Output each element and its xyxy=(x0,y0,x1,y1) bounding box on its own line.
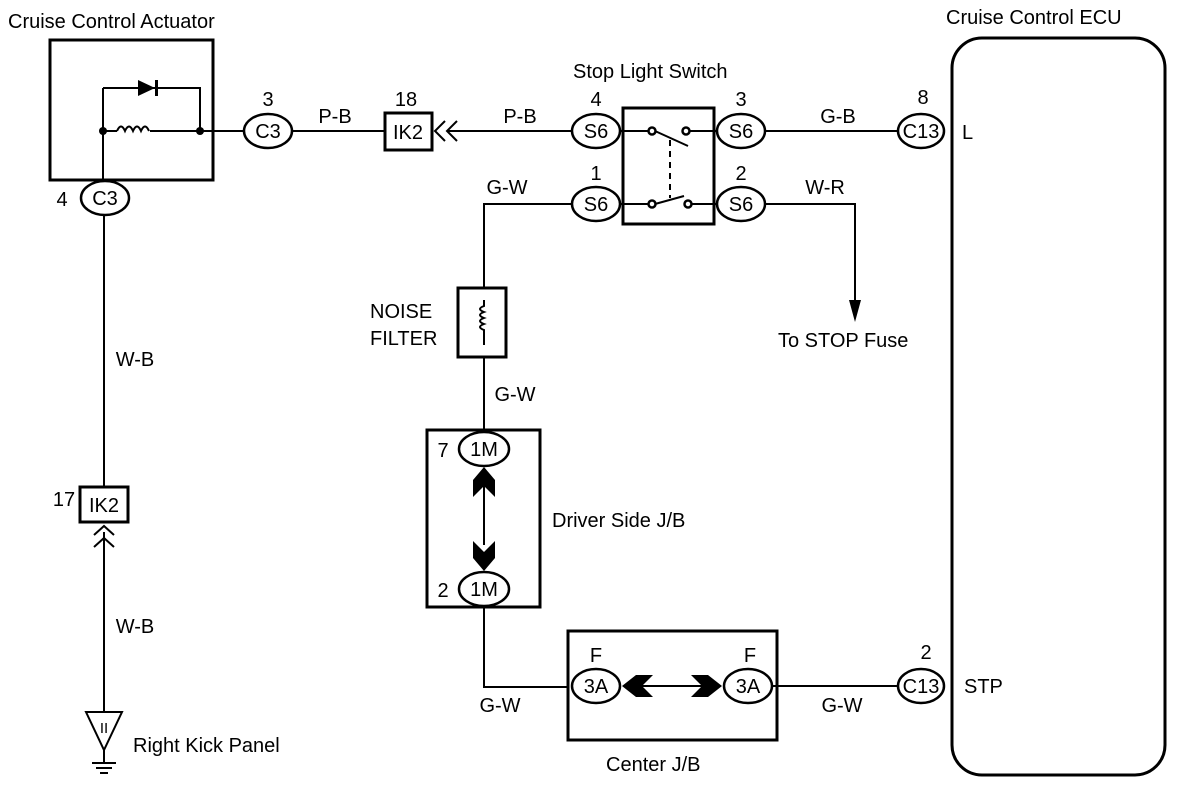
arrow-down-icon xyxy=(849,300,861,322)
connector-c13-2 xyxy=(896,667,946,705)
switch-contacts xyxy=(620,126,717,209)
connector-1m-7 xyxy=(457,430,511,468)
noise-filter-label: FILTER xyxy=(370,328,437,350)
arrow-up-icon xyxy=(473,467,495,497)
wire-label: G-B xyxy=(820,106,856,128)
diode-icon xyxy=(138,80,155,96)
coil-icon xyxy=(116,125,150,134)
chevron-icon xyxy=(93,524,115,548)
connector-s6-4 xyxy=(570,112,622,150)
connector-ik2-18 xyxy=(383,111,434,152)
driver-side-jb-label: Driver Side J/B xyxy=(552,510,685,532)
pin-number: 4 xyxy=(56,189,67,211)
wire-label: W-R xyxy=(805,177,845,199)
pin-number: 2 xyxy=(437,580,448,602)
connector-code: C3 xyxy=(92,188,118,210)
wire-label: P-B xyxy=(503,106,536,128)
pin-number: 3 xyxy=(735,89,746,111)
ecu-title: Cruise Control ECU xyxy=(946,7,1122,29)
pin-number: 18 xyxy=(395,89,417,111)
arrow-right-icon xyxy=(691,675,722,697)
connector-code: S6 xyxy=(584,121,608,143)
connector-code: C3 xyxy=(255,121,281,143)
actuator-title: Cruise Control Actuator xyxy=(8,11,215,33)
connector-code: IK2 xyxy=(393,122,423,144)
ecu-box xyxy=(950,36,1167,777)
wire-label: G-W xyxy=(494,384,535,406)
terminal-label: STP xyxy=(964,676,1003,698)
wire-label: P-B xyxy=(318,106,351,128)
noise-filter-label: NOISE xyxy=(370,301,432,323)
ground-icon xyxy=(84,711,124,753)
connector-code: 3A xyxy=(736,676,761,698)
connector-code: S6 xyxy=(729,121,753,143)
actuator-box xyxy=(48,38,215,182)
ground-label: Right Kick Panel xyxy=(133,735,280,757)
stop-fuse-label: To STOP Fuse xyxy=(778,330,908,352)
connector-code: 3A xyxy=(584,676,609,698)
wire-label: W-B xyxy=(116,616,155,638)
pin-number: 7 xyxy=(437,440,448,462)
connector-code: 1M xyxy=(470,439,498,461)
wire-label: W-B xyxy=(116,349,155,371)
wire-label: G-W xyxy=(486,177,527,199)
stop-light-switch-title: Stop Light Switch xyxy=(573,61,728,83)
connector-3a-left xyxy=(570,667,622,705)
chevron-icon xyxy=(433,120,458,142)
connector-code: C13 xyxy=(903,676,940,698)
arrow-down-icon xyxy=(473,541,495,571)
connector-1m-2 xyxy=(457,570,511,608)
pin-number: 1 xyxy=(590,163,601,185)
pin-number: F xyxy=(590,645,602,667)
pin-number: 2 xyxy=(920,642,931,664)
stop-light-switch-box xyxy=(621,106,716,226)
connector-code: IK2 xyxy=(89,495,119,517)
center-jb-label: Center J/B xyxy=(606,754,700,776)
pin-number: 2 xyxy=(735,163,746,185)
connector-code: 1M xyxy=(470,579,498,601)
wire-label: G-W xyxy=(479,695,520,717)
connector-code: S6 xyxy=(729,194,753,216)
pin-number: 4 xyxy=(590,89,601,111)
arrow-left-icon xyxy=(622,675,653,697)
pin-number: F xyxy=(744,645,756,667)
terminal-label: L xyxy=(962,122,973,144)
connector-code: C13 xyxy=(903,121,940,143)
pin-number: 17 xyxy=(53,489,75,511)
connector-code: S6 xyxy=(584,194,608,216)
actuator-circuit xyxy=(99,80,245,198)
coil-icon xyxy=(479,300,487,345)
ground-symbol-text: II xyxy=(100,720,108,737)
connector-ik2-17 xyxy=(78,485,130,524)
wire-label: G-W xyxy=(821,695,862,717)
connector-c13-8 xyxy=(896,112,946,150)
pin-number: 3 xyxy=(262,89,273,111)
pin-number: 8 xyxy=(917,87,928,109)
